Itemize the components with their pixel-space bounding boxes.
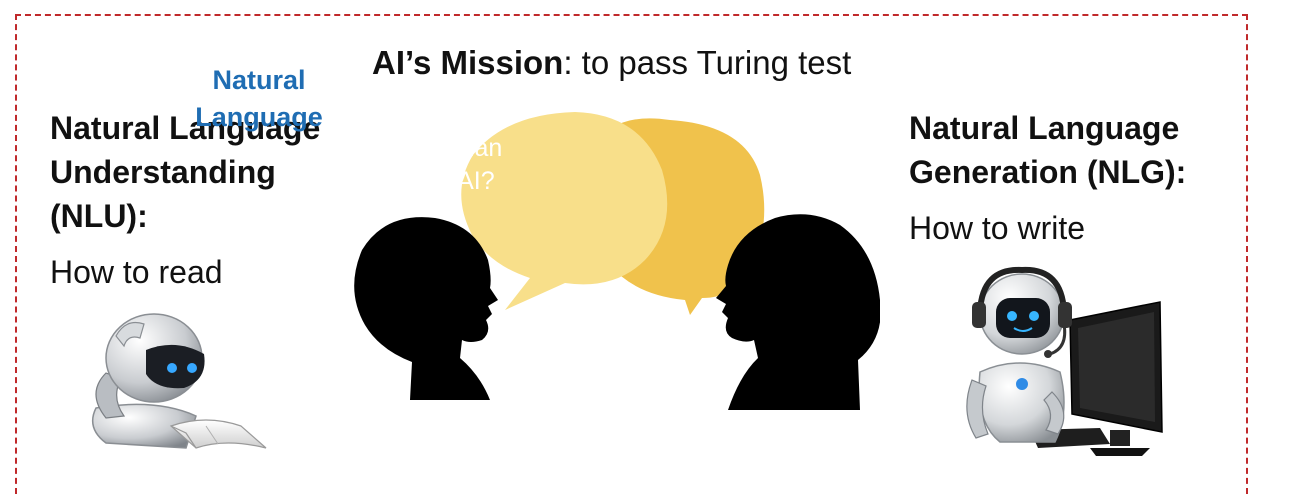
front-speech-bubble [461,112,668,310]
nlg-subtitle: How to write [909,210,1086,246]
nlu-subtitle: How to read [50,254,223,290]
nlg-title: Natural Language Generation (NLG): [909,110,1187,190]
mission-heading-rest: : to pass Turing test [563,44,852,81]
dashed-frame [15,14,1248,494]
mission-heading: AI’s Mission: to pass Turing test [372,44,851,82]
right-head-silhouette [716,214,880,410]
speech-bubble-label: Natural Language [195,65,323,132]
robot-reading-book-icon [91,313,267,449]
listener-head-label: Human or AI? [421,134,503,195]
robot-with-headset-at-computer-icon [966,266,1163,456]
conversation-illustration [354,112,880,410]
mission-heading-bold: AI’s Mission [372,44,564,81]
nlu-title: Natural Language Understanding (NLU): [50,110,321,234]
left-head-silhouette [354,217,498,400]
